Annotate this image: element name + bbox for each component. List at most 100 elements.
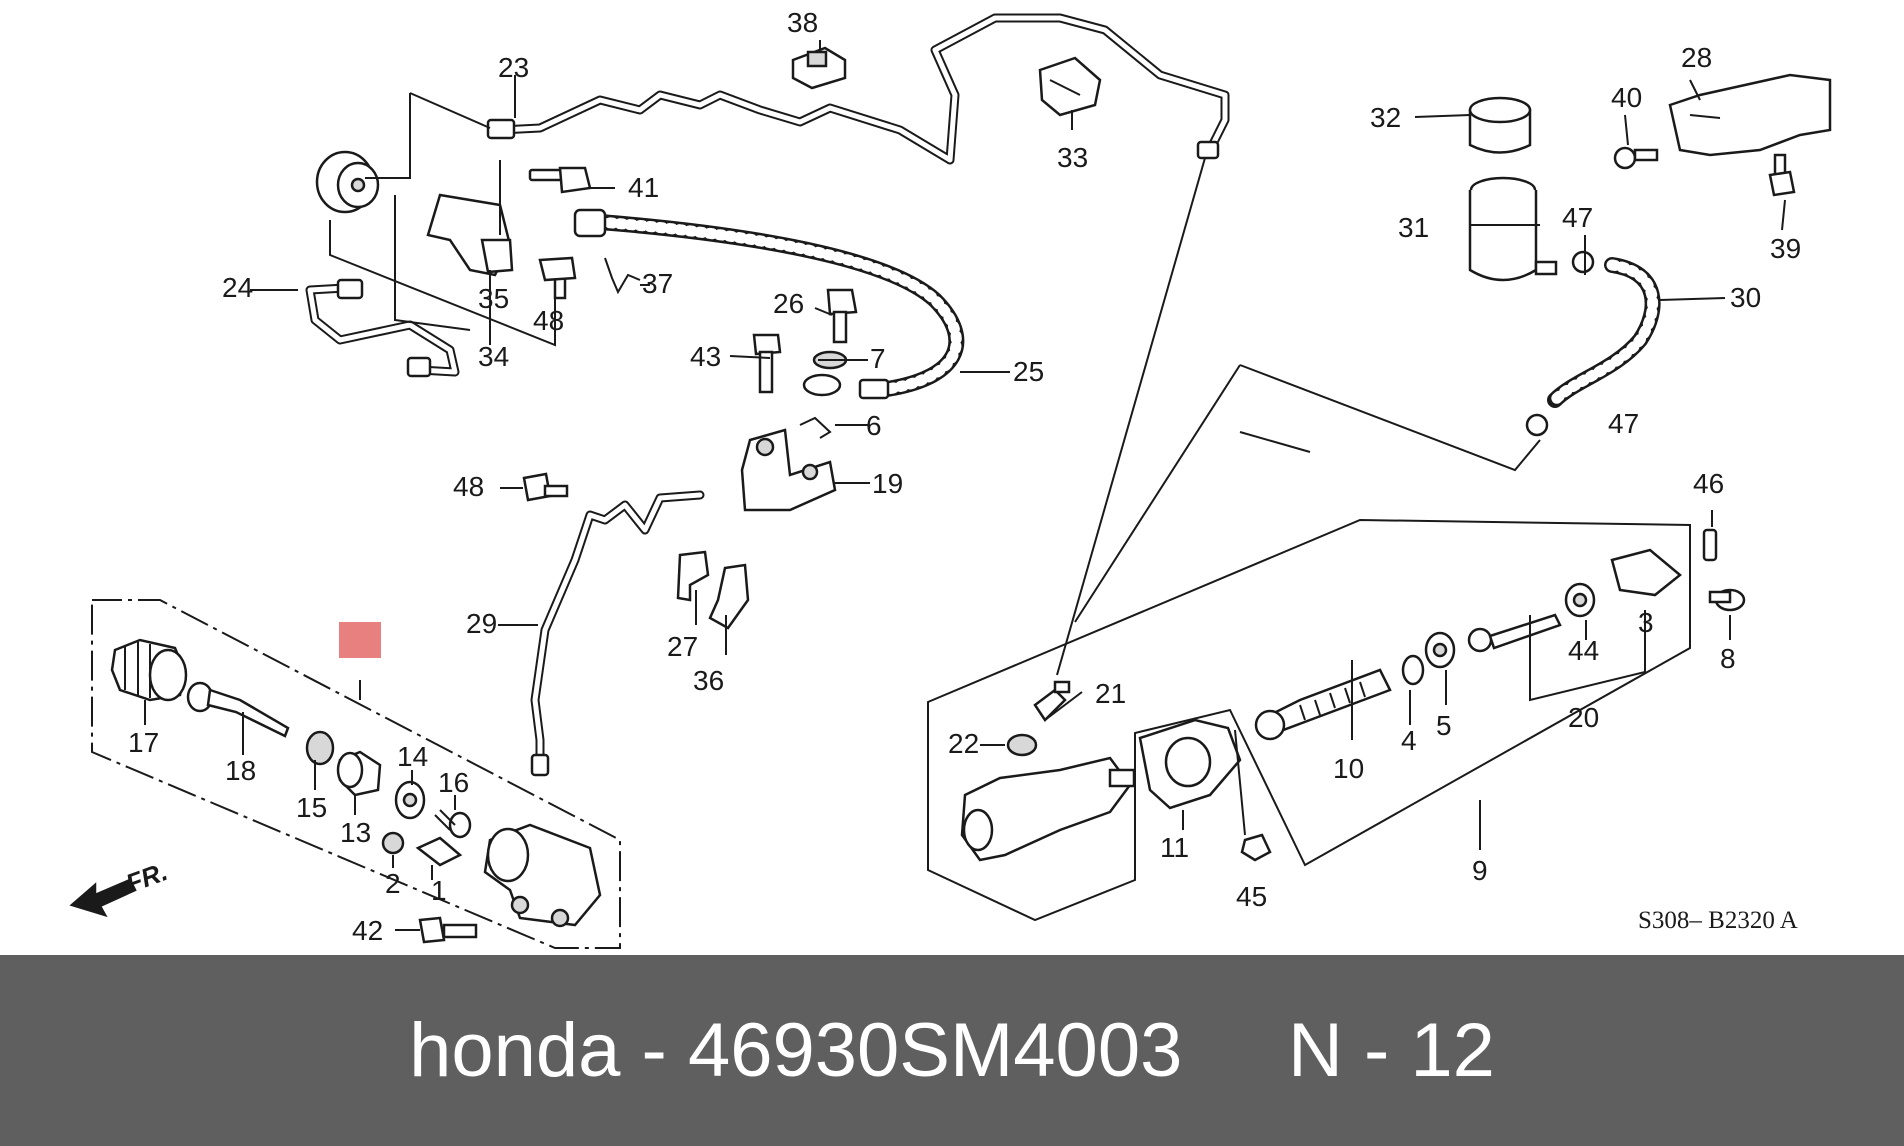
- pipe-24: [305, 278, 460, 378]
- label-32: 32: [1370, 102, 1401, 133]
- label-36: 36: [693, 665, 724, 696]
- label-21: 21: [1095, 678, 1126, 709]
- diagram-canvas: FR. 1 2 3 4 5 6 7 8 9 10 11 12 13 14 15: [69, 7, 1832, 949]
- callout-labels: 1 2 3 4 5 6 7 8 9 10 11 12 13 14 15 16 1…: [128, 7, 1801, 946]
- spring-16: [434, 809, 472, 839]
- label-30: 30: [1730, 282, 1761, 313]
- label-34: 34: [478, 341, 509, 372]
- label-35: 35: [478, 283, 509, 314]
- pin-8: [1708, 588, 1746, 612]
- washer-5: [1424, 631, 1456, 669]
- label-17: 17: [128, 727, 159, 758]
- label-11: 11: [1160, 832, 1189, 863]
- clip-6: [799, 416, 832, 439]
- master-cylinder-9: [960, 756, 1136, 862]
- bolt-39: [1768, 153, 1796, 197]
- cap-32: [1468, 96, 1532, 154]
- label-44: 44: [1568, 635, 1599, 666]
- label-48-top: 48: [533, 305, 564, 336]
- cap-22: [1006, 733, 1038, 757]
- label-48-middle: 48: [453, 471, 484, 502]
- parts-diagram: FR. 1 2 3 4 5 6 7 8 9 10 11 12 13 14 15: [69, 7, 1832, 949]
- label-3: 3: [1638, 607, 1654, 638]
- hose-30: [1547, 257, 1661, 408]
- pipe-23: [486, 13, 1230, 165]
- bolt-43: [752, 333, 782, 394]
- label-20: 20: [1568, 702, 1599, 733]
- bolt-42: [418, 916, 478, 944]
- reservoir-31: [1468, 176, 1558, 282]
- label-9: 9: [1472, 855, 1488, 886]
- bracket-3: [1610, 548, 1682, 597]
- label-47-bottom: 47: [1608, 408, 1639, 439]
- front-direction-label: FR.: [122, 856, 172, 899]
- label-41: 41: [628, 172, 659, 203]
- box-right: [927, 518, 1691, 922]
- label-5: 5: [1436, 710, 1452, 741]
- bracket-36: [708, 563, 750, 630]
- pin-46: [1702, 528, 1718, 562]
- clip-38: [791, 46, 847, 90]
- footer-bar: honda - 46930SM4003 N - 12: [0, 955, 1904, 1146]
- label-31: 31: [1398, 212, 1429, 243]
- rod-20: [1467, 613, 1562, 653]
- bleeder-21: [1033, 680, 1071, 722]
- bracket-27: [676, 550, 710, 602]
- diagram-code: S308– B2320 A: [1638, 907, 1798, 934]
- ring-4: [1401, 654, 1425, 686]
- highlight-box-12: [339, 622, 381, 658]
- nut-44: [1564, 582, 1596, 618]
- bracket-33: [1038, 56, 1102, 117]
- pipe-29: [530, 490, 705, 777]
- piston-13: [336, 750, 382, 797]
- label-23: 23: [498, 52, 529, 83]
- box-left: [91, 599, 621, 949]
- cap-2: [381, 831, 405, 855]
- label-38: 38: [787, 7, 818, 38]
- label-40: 40: [1611, 82, 1642, 113]
- hose-25: [573, 208, 965, 400]
- box-right-top: [1239, 364, 1541, 472]
- label-14: 14: [397, 741, 428, 772]
- slave-cylinder-12: [483, 823, 602, 928]
- label-4: 4: [1401, 725, 1417, 756]
- label-18: 18: [225, 755, 256, 786]
- seal-14: [394, 780, 426, 820]
- leader-lines-right: [250, 40, 1786, 850]
- bolt-48-top: [538, 256, 577, 300]
- label-45: 45: [1236, 881, 1267, 912]
- label-43: 43: [690, 341, 721, 372]
- label-46: 46: [1693, 468, 1724, 499]
- piston-10: [1254, 668, 1392, 741]
- clip-37: [604, 257, 641, 295]
- ring-15: [305, 730, 335, 766]
- label-15: 15: [296, 792, 327, 823]
- junction-19: [740, 428, 837, 512]
- label-13: 13: [340, 817, 371, 848]
- bolt-48-middle: [522, 472, 569, 502]
- label-42: 42: [352, 915, 383, 946]
- pushrod-18: [186, 681, 290, 738]
- label-28: 28: [1681, 42, 1712, 73]
- gasket-11: [1138, 718, 1242, 810]
- label-7: 7: [870, 343, 886, 374]
- label-33: 33: [1057, 142, 1088, 173]
- label-24: 24: [222, 272, 253, 303]
- clamp-47-top: [1571, 250, 1595, 274]
- bracket-28: [1668, 73, 1832, 157]
- label-10: 10: [1333, 753, 1364, 784]
- front-arrow-icon: FR.: [69, 856, 172, 918]
- label-47-top: 47: [1562, 202, 1593, 233]
- label-1: 1: [431, 875, 447, 906]
- clutch-master-assembly-left: [315, 150, 514, 277]
- boot-17: [110, 638, 188, 702]
- bolt-40: [1613, 146, 1659, 170]
- bolt-26: [826, 288, 858, 344]
- footer-part-text: honda - 46930SM4003 N - 12: [409, 1008, 1495, 1093]
- label-22: 22: [948, 728, 979, 759]
- leader-lines-left: [329, 92, 556, 347]
- label-26: 26: [773, 288, 804, 319]
- label-16: 16: [438, 767, 469, 798]
- label-37: 37: [642, 268, 673, 299]
